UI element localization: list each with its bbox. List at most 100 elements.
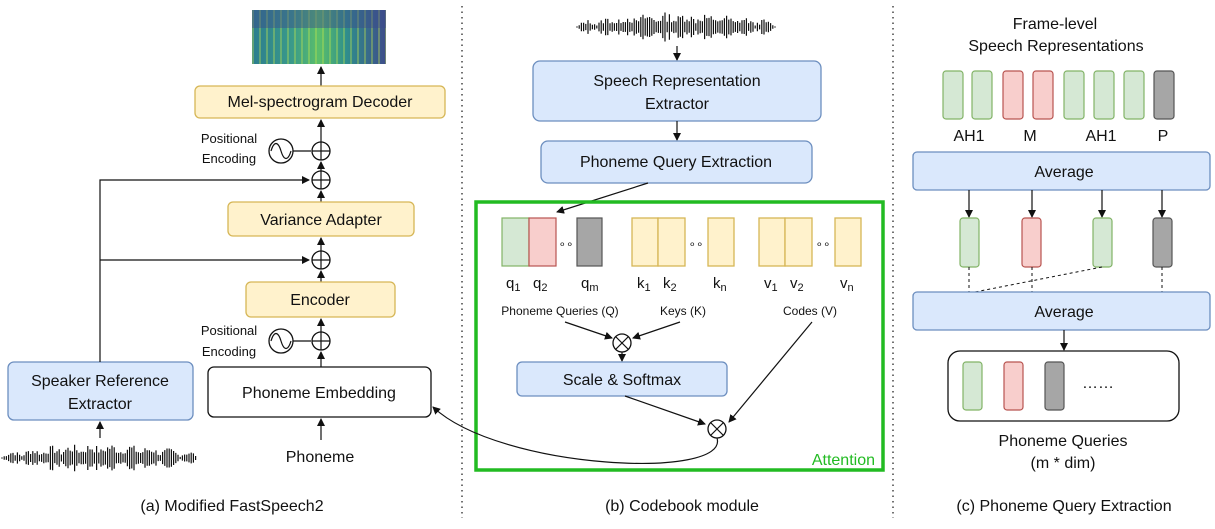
speech-extractor-label-2: Extractor bbox=[645, 96, 710, 113]
average-label-bottom: Average bbox=[1034, 304, 1093, 321]
frame-vector bbox=[1002, 70, 1024, 120]
phoneme-embedding-label: Phoneme Embedding bbox=[242, 385, 396, 402]
query-vector-1 bbox=[501, 217, 530, 267]
scale-softmax-label: Scale & Softmax bbox=[563, 372, 681, 389]
reference-waveform-icon bbox=[1, 444, 197, 472]
frame-vector bbox=[1093, 70, 1115, 120]
frame-label-ah1: AH1 bbox=[1085, 128, 1116, 145]
sine-wave-icon bbox=[268, 138, 294, 164]
arrow-attention-output-to-embedding bbox=[432, 406, 718, 464]
dashed-connector bbox=[974, 266, 1103, 293]
variance-adapter-label: Variance Adapter bbox=[260, 212, 382, 229]
phoneme-queries-q-label: Phoneme Queries (Q) bbox=[501, 304, 618, 318]
kn-label: kn bbox=[713, 275, 727, 294]
key-vector-1 bbox=[631, 217, 659, 267]
frame-vector bbox=[1032, 70, 1054, 120]
frame-label-m: M bbox=[1023, 128, 1036, 145]
frame-label-ah1: AH1 bbox=[953, 128, 984, 145]
averaged-query-vector bbox=[959, 217, 980, 268]
caption-c: (c) Phoneme Query Extraction bbox=[956, 498, 1171, 515]
vn-label: vn bbox=[840, 275, 854, 294]
arrow-v-to-multiply bbox=[728, 321, 813, 423]
frame-label-p: P bbox=[1158, 128, 1169, 145]
add-icon bbox=[311, 141, 331, 161]
key-vector-n bbox=[707, 217, 735, 267]
panel-c: Frame-level Speech Representations AH1 M… bbox=[912, 16, 1211, 515]
phoneme-query-vector bbox=[1044, 361, 1065, 411]
qm-label: qm bbox=[581, 275, 599, 294]
arrow-k-to-multiply bbox=[632, 321, 681, 340]
phoneme-query-vector bbox=[1003, 361, 1024, 411]
sine-wave-icon bbox=[268, 328, 294, 354]
key-vector-2 bbox=[657, 217, 686, 267]
value-vector-1 bbox=[758, 217, 786, 267]
speech-extractor-label-1: Speech Representation bbox=[593, 73, 760, 90]
panel-b: Speech Representation Extractor Phoneme … bbox=[432, 12, 885, 515]
speech-waveform-icon bbox=[576, 12, 776, 42]
frame-level-title-1: Frame-level bbox=[1013, 16, 1097, 33]
frame-vector bbox=[1123, 70, 1145, 120]
encoder-label: Encoder bbox=[290, 292, 350, 309]
queries-ellipsis: …… bbox=[1082, 375, 1114, 392]
mel-decoder-label: Mel-spectrogram Decoder bbox=[228, 94, 414, 111]
frame-level-title-2: Speech Representations bbox=[968, 38, 1143, 55]
average-label-top: Average bbox=[1034, 164, 1093, 181]
query-vector-2 bbox=[528, 217, 557, 267]
add-icon bbox=[311, 170, 331, 190]
arrow-q-to-multiply bbox=[564, 321, 613, 340]
mel-spectrogram-image bbox=[252, 10, 386, 64]
phoneme-queries-shape: (m * dim) bbox=[1031, 455, 1096, 472]
phoneme-query-extraction-label: Phoneme Query Extraction bbox=[580, 154, 772, 171]
variance-adapter-box bbox=[227, 201, 415, 237]
phoneme-input-label: Phoneme bbox=[286, 449, 355, 466]
attention-box bbox=[474, 200, 885, 472]
add-icon bbox=[311, 331, 331, 351]
averaged-query-vector bbox=[1021, 217, 1042, 268]
arrow-pqe-to-queries bbox=[556, 182, 649, 214]
pos-enc-top-label-1: Positional bbox=[201, 131, 257, 146]
attention-label: Attention bbox=[812, 452, 875, 469]
add-icon bbox=[311, 250, 331, 270]
value-vector-2 bbox=[784, 217, 813, 267]
key-ellipsis: ∘∘ bbox=[688, 237, 703, 251]
caption-b: (b) Codebook module bbox=[605, 498, 759, 515]
codes-v-label: Codes (V) bbox=[783, 304, 837, 318]
arrow-softmax-to-multiply bbox=[624, 395, 706, 426]
scale-softmax-box bbox=[516, 361, 728, 397]
v2-label: v2 bbox=[790, 275, 804, 294]
value-vector-n bbox=[834, 217, 862, 267]
pos-enc-bottom-label-2: Encoding bbox=[202, 344, 256, 359]
frame-vector bbox=[971, 70, 993, 120]
pos-enc-top-label-2: Encoding bbox=[202, 151, 256, 166]
phoneme-query-extraction-box bbox=[540, 140, 813, 184]
q1-label: q1 bbox=[506, 275, 520, 294]
frame-vector bbox=[942, 70, 964, 120]
multiply-icon bbox=[612, 333, 632, 353]
frame-vector bbox=[1063, 70, 1085, 120]
multiply-icon bbox=[707, 419, 727, 439]
value-ellipsis: ∘∘ bbox=[815, 237, 830, 251]
average-box-bottom bbox=[912, 291, 1211, 331]
average-box-top bbox=[912, 151, 1211, 191]
k2-label: k2 bbox=[663, 275, 677, 294]
averaged-query-vector bbox=[1152, 217, 1173, 268]
mel-decoder-box bbox=[194, 85, 446, 119]
query-vector-m bbox=[576, 217, 603, 267]
speaker-embedding-to-add-top bbox=[99, 176, 310, 362]
panel-a: Mel-spectrogram Decoder Positional Encod… bbox=[1, 10, 446, 515]
keys-k-label: Keys (K) bbox=[660, 304, 706, 318]
speaker-extractor-label-1: Speaker Reference bbox=[31, 373, 169, 390]
caption-a: (a) Modified FastSpeech2 bbox=[140, 498, 323, 515]
speaker-extractor-label-2: Extractor bbox=[68, 396, 133, 413]
encoder-box bbox=[245, 281, 396, 318]
averaged-query-vector bbox=[1092, 217, 1113, 268]
pos-enc-bottom-label-1: Positional bbox=[201, 323, 257, 338]
v1-label: v1 bbox=[764, 275, 778, 294]
phoneme-queries-title: Phoneme Queries bbox=[999, 433, 1128, 450]
query-ellipsis: ∘∘ bbox=[558, 237, 573, 251]
phoneme-embedding-box bbox=[207, 366, 432, 418]
q2-label: q2 bbox=[533, 275, 547, 294]
k1-label: k1 bbox=[637, 275, 651, 294]
